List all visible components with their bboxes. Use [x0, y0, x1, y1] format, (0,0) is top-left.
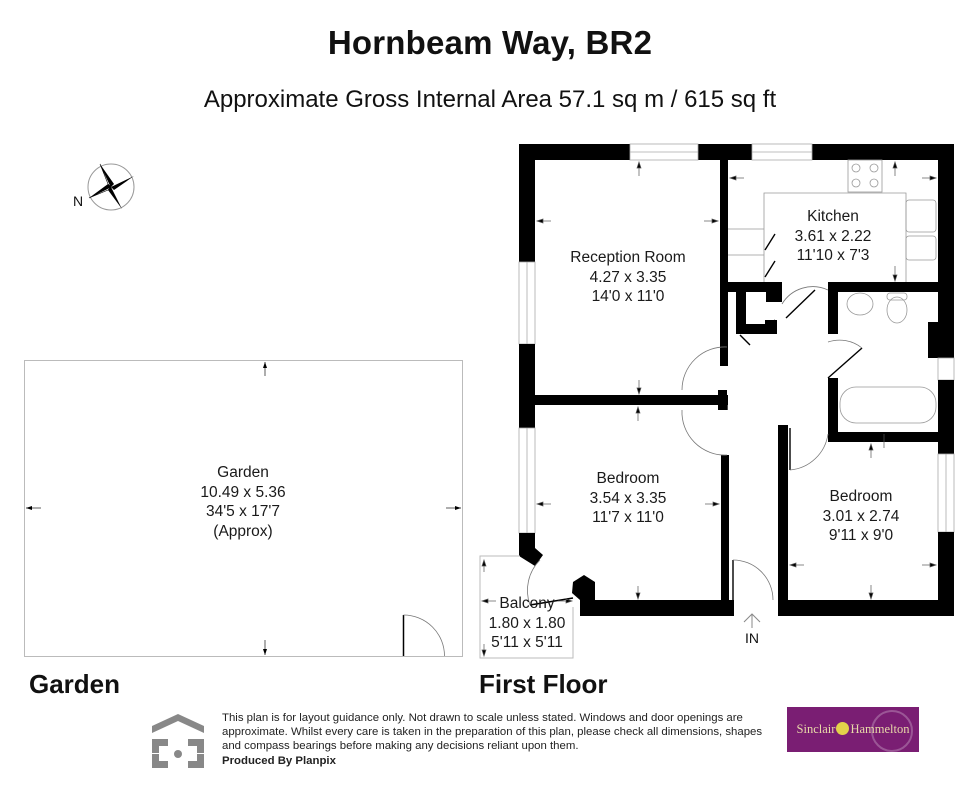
- planpix-logo-icon: [152, 714, 204, 768]
- room-label-balcony: Balcony 1.80 x 1.80 5'11 x 5'11: [482, 594, 572, 653]
- room-label-bedroom-1: Bedroom 3.54 x 3.35 11'7 x 11'0: [568, 469, 688, 528]
- room-name: Balcony: [499, 595, 555, 612]
- room-imperial: 11'10 x 7'3: [796, 247, 870, 264]
- room-imperial: 34'5 x 17'7: [205, 503, 280, 520]
- entrance-label: IN: [745, 630, 759, 646]
- room-imperial: 11'7 x 11'0: [592, 509, 664, 526]
- room-label-kitchen: Kitchen 3.61 x 2.22 11'10 x 7'3: [778, 207, 888, 266]
- section-title-first-floor: First Floor: [479, 669, 608, 699]
- first-floor-plan: [479, 143, 955, 659]
- section-title-garden: Garden: [29, 669, 121, 699]
- room-name: Bedroom: [829, 488, 893, 505]
- house-badge-icon: [836, 722, 850, 735]
- room-label-bedroom-2: Bedroom 3.01 x 2.74 9'11 x 9'0: [801, 487, 921, 546]
- room-metric: 3.54 x 3.35: [589, 489, 667, 507]
- compass-north-label: N: [73, 193, 84, 209]
- room-note: (Approx): [213, 522, 273, 540]
- room-metric: 1.80 x 1.80: [488, 614, 566, 632]
- room-label-reception: Reception Room 4.27 x 3.35 14'0 x 11'0: [548, 248, 708, 307]
- disclaimer-text: This plan is for layout guidance only. N…: [222, 711, 782, 768]
- room-name: Kitchen: [807, 208, 859, 225]
- room-imperial: 14'0 x 11'0: [591, 288, 665, 305]
- room-metric: 3.01 x 2.74: [822, 507, 900, 525]
- room-metric: 3.61 x 2.22: [794, 227, 872, 245]
- compass-rose-icon: [87, 163, 135, 211]
- room-name: Garden: [217, 464, 269, 481]
- room-metric: 10.49 x 5.36: [200, 483, 286, 501]
- garden-plan: [24, 360, 463, 657]
- brand-ring-icon: [871, 710, 913, 752]
- gross-area: Approximate Gross Internal Area 57.1 sq …: [203, 86, 777, 113]
- room-name: Bedroom: [596, 470, 660, 487]
- produced-by: Produced By Planpix: [222, 754, 336, 767]
- dimension-arrows: [480, 160, 938, 658]
- plan-title: Hornbeam Way, BR2: [327, 24, 653, 61]
- room-label-garden: Garden 10.49 x 5.36 34'5 x 17'7 (Approx): [168, 463, 318, 541]
- room-imperial: 5'11 x 5'11: [491, 634, 563, 651]
- room-metric: 4.27 x 3.35: [589, 268, 667, 286]
- room-imperial: 9'11 x 9'0: [828, 527, 894, 544]
- disclaimer-body: This plan is for layout guidance only. N…: [222, 712, 763, 753]
- room-name: Reception Room: [570, 249, 686, 266]
